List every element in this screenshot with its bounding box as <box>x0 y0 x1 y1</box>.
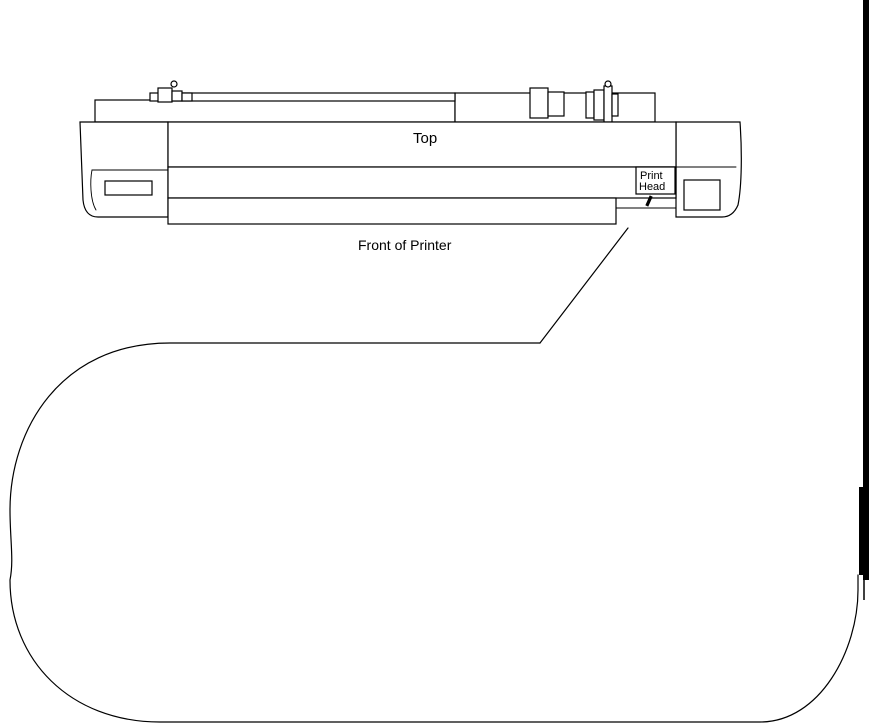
top-label: Top <box>413 130 437 147</box>
callout-leader-line <box>539 227 629 344</box>
callout-bubble <box>9 342 859 723</box>
left-spindle-bracket <box>157 80 193 103</box>
right-spindle-bracket <box>529 80 619 123</box>
right-edge-bar <box>859 0 869 600</box>
printer-front-panel <box>167 166 677 199</box>
print-head-label-line2: Head <box>639 181 665 193</box>
print-head-label-box <box>635 166 676 195</box>
printer-top-view <box>79 80 742 225</box>
printer-paper-basket <box>167 197 617 225</box>
rear-housing <box>94 99 456 123</box>
print-head-pointer <box>645 195 653 207</box>
control-panel-display <box>683 179 721 211</box>
print-head-label-line1: Print <box>640 170 663 182</box>
front-of-printer-label: Front of Printer <box>358 237 452 253</box>
left-control-slot <box>104 180 153 196</box>
printer-top-panel <box>167 121 677 168</box>
